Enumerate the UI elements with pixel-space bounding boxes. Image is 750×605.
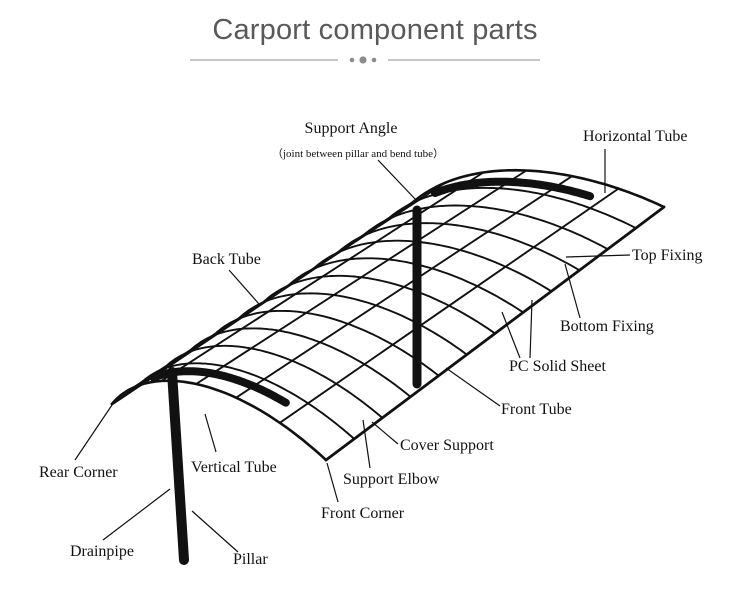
roof-arc xyxy=(236,292,468,356)
pc-sheet-leader-1 xyxy=(501,311,521,359)
front-corner-leader xyxy=(326,462,339,503)
longitudinal-tube xyxy=(235,175,573,399)
support-angle-leader xyxy=(377,159,417,201)
longitudinal-tube xyxy=(131,182,446,389)
drainpipe-leader xyxy=(102,488,171,541)
front-frame xyxy=(149,177,595,565)
vertical-tube-leader xyxy=(204,413,217,453)
pillar-leader xyxy=(191,510,239,553)
label-support-angle: Support Angle xyxy=(305,120,398,137)
longitudinal-tube xyxy=(195,169,528,385)
longitudinal-tube xyxy=(278,187,620,424)
cover-support-leader xyxy=(371,421,399,445)
label-top-fixing: Top Fixing xyxy=(632,247,702,264)
label-front-tube: Front Tube xyxy=(501,401,572,418)
label-pillar: Pillar xyxy=(233,551,268,568)
support-elbow-leader xyxy=(362,419,371,469)
label-support-angle-note: （joint between pillar and bend tube） xyxy=(272,147,444,160)
label-cover-support: Cover Support xyxy=(400,437,494,454)
rear-corner-leader xyxy=(74,404,113,461)
pc-sheet-leader-2 xyxy=(529,299,533,359)
title-divider xyxy=(190,56,540,64)
roof-grid xyxy=(110,168,666,462)
label-drainpipe: Drainpipe xyxy=(70,543,134,560)
roof-arc xyxy=(311,239,553,293)
divider-dot-right xyxy=(371,57,377,63)
label-rear-corner: Rear Corner xyxy=(39,464,118,481)
label-front-corner: Front Corner xyxy=(321,505,405,522)
label-vertical-tube: Vertical Tube xyxy=(191,459,277,476)
front-tube-leader xyxy=(445,367,501,407)
page-title: Carport component parts xyxy=(212,14,538,46)
roof-arc xyxy=(186,327,412,398)
rear-arc xyxy=(110,379,328,462)
bottom-fixing-leader xyxy=(564,263,581,319)
roof-arc xyxy=(211,309,440,377)
top-fixing-leader xyxy=(565,254,631,258)
diagram-labels: Support Angle （joint between pillar and … xyxy=(39,120,702,568)
front-tube-line xyxy=(324,205,666,462)
label-horizontal-tube: Horizontal Tube xyxy=(583,128,687,145)
divider-dot-left xyxy=(349,57,355,63)
front-pillar xyxy=(167,367,189,565)
far-support-elbow xyxy=(431,177,595,201)
longitudinal-tube xyxy=(160,171,485,382)
leader-lines xyxy=(74,149,631,553)
back-tube-leader xyxy=(228,269,260,305)
label-pc-solid-sheet: PC Solid Sheet xyxy=(509,358,606,375)
label-bottom-fixing: Bottom Fixing xyxy=(560,318,654,335)
divider-dot-center xyxy=(359,56,367,64)
label-back-tube: Back Tube xyxy=(192,251,261,268)
label-support-elbow: Support Elbow xyxy=(343,471,440,488)
